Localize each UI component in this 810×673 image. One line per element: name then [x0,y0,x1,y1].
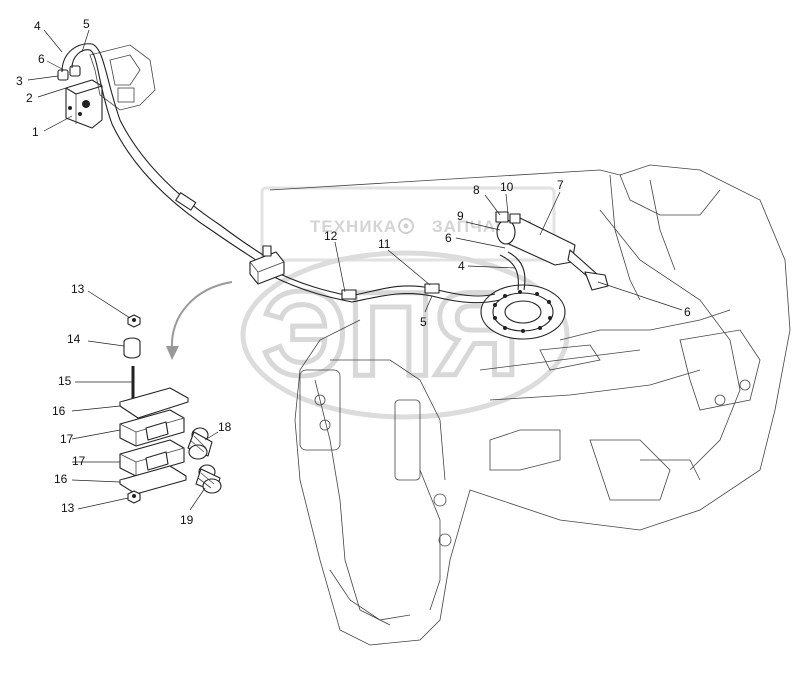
watermark-line1: ТЕХНИКА [310,217,397,236]
direction-arrow [170,281,233,351]
callout-2: 2 [26,91,33,105]
callout-7: 7 [557,178,564,192]
callout-1: 1 [32,125,39,139]
bushing-14 [123,337,141,359]
callout-labels: 1 2 3 4 5 6 7 8 9 10 6 4 12 11 5 6 13 14… [16,17,691,527]
leader-lines [27,29,683,511]
callout-6-cylinder: 6 [445,231,452,245]
plate-16-bottom [119,465,187,495]
hydraulic-hoses [61,43,526,304]
callout-13-bottom: 13 [61,501,75,515]
pad-17-top [119,409,185,447]
exploded-mount-assembly [119,281,233,504]
callout-6-frame: 6 [684,305,691,319]
valve-block [57,65,103,129]
hose-clamp [249,245,285,285]
callout-17-bottom: 17 [72,454,86,468]
callout-12: 12 [324,229,338,243]
hydraulic-distributor [89,44,156,111]
callout-9: 9 [457,209,464,223]
nut-13-top [127,314,141,328]
gear-icon [398,218,414,234]
callout-10: 10 [500,180,514,194]
callout-4-hose: 4 [458,259,465,273]
callout-6: 6 [38,52,45,66]
slewing-ring [480,284,566,340]
pad-17-bottom [119,439,185,477]
spring-19 [195,464,222,494]
callout-16-top: 16 [52,404,66,418]
callout-19: 19 [180,513,194,527]
callout-13-top: 13 [71,282,85,296]
callout-11: 11 [378,237,391,251]
nut-13-bottom [127,490,141,504]
callout-14: 14 [67,332,81,346]
callout-5-hose: 5 [420,315,427,329]
callout-18: 18 [218,420,232,434]
spring-18 [187,427,213,460]
tractor-frame [269,164,791,646]
callout-16-bottom: 16 [54,472,68,486]
steering-cylinder [495,211,609,291]
plate-16-top [119,387,189,419]
callout-8: 8 [473,183,480,197]
callout-15: 15 [58,374,72,388]
callout-4: 4 [34,19,41,33]
callout-17-top: 17 [60,432,74,446]
callout-5: 5 [83,17,90,31]
callout-3: 3 [16,74,23,88]
